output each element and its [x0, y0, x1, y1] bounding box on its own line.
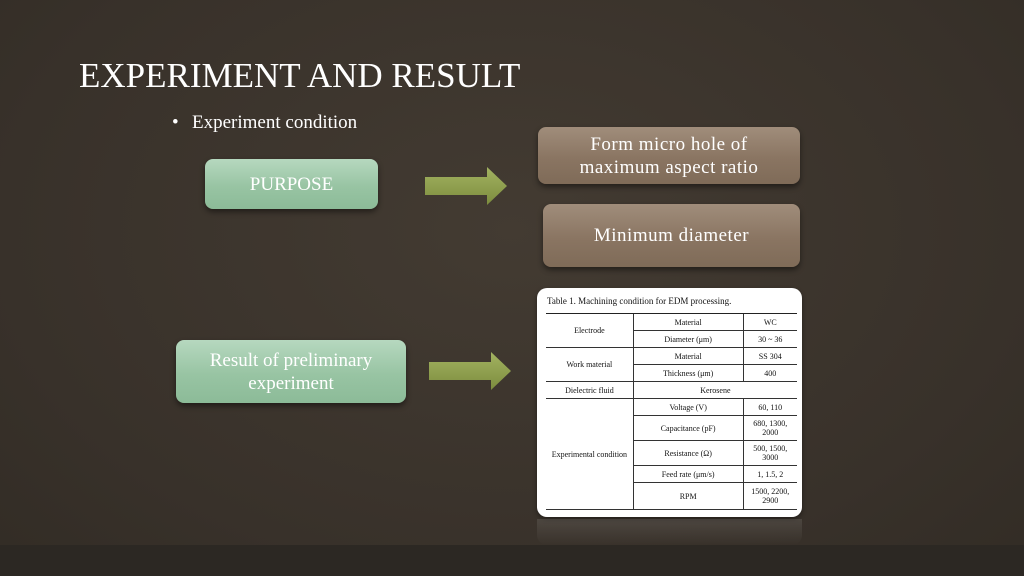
- table-row: Capacitance (pF) 680, 1300, 2000: [546, 415, 797, 441]
- table-row: Electrode Material WC: [546, 313, 797, 348]
- table-cell: Electrode: [546, 313, 634, 348]
- table-cell: Kerosene: [632, 381, 797, 399]
- table-reflection: [537, 519, 802, 545]
- bullet-item: • Experiment condition: [172, 112, 357, 134]
- table-cell: Voltage (V): [632, 398, 744, 416]
- table-row: RPM 1500, 2200, 2900: [546, 482, 797, 510]
- goal-aspect-ratio-box: Form micro hole of maximum aspect ratio: [538, 127, 800, 184]
- bullet-dot-icon: •: [172, 112, 179, 133]
- table-cell: Dielectric fluid: [546, 381, 634, 399]
- table-cell: Material: [632, 313, 744, 331]
- table-cell: 1500, 2200, 2900: [742, 482, 797, 510]
- goal-aspect-ratio-label: Form micro hole of maximum aspect ratio: [579, 133, 759, 178]
- table-row: Thickness (μm) 400: [546, 364, 797, 382]
- table-row: Diameter (μm) 30 ~ 36: [546, 330, 797, 348]
- arrow-right-icon: [429, 352, 511, 390]
- table-row: Work material Material SS 304: [546, 347, 797, 382]
- table-row: Experimental condition Voltage (V) 60, 1…: [546, 398, 797, 510]
- table-cell: RPM: [632, 482, 744, 510]
- table-cell: Material: [632, 347, 744, 365]
- purpose-box: PURPOSE: [205, 159, 378, 209]
- machining-condition-table-image: Table 1. Machining condition for EDM pro…: [537, 288, 802, 517]
- table-cell: 30 ~ 36: [742, 330, 797, 348]
- table-cell: 60, 110: [742, 398, 797, 416]
- result-box: Result of preliminary experiment: [176, 340, 406, 403]
- table-row: Resistance (Ω) 500, 1500, 3000: [546, 440, 797, 466]
- purpose-label: PURPOSE: [249, 173, 334, 195]
- table-cell: Capacitance (pF): [632, 415, 744, 441]
- table-row: Feed rate (μm/s) 1, 1.5, 2: [546, 465, 797, 483]
- table-cell: 1, 1.5, 2: [742, 465, 797, 483]
- slide-title: EXPERIMENT AND RESULT: [79, 56, 521, 95]
- table-row: Dielectric fluid Kerosene: [546, 381, 797, 399]
- table-cell: Resistance (Ω): [632, 440, 744, 466]
- table-cell: SS 304: [742, 347, 797, 365]
- table-cell: 680, 1300, 2000: [742, 415, 797, 441]
- table-cell: Experimental condition: [546, 398, 634, 510]
- table-cell: 500, 1500, 3000: [742, 440, 797, 466]
- result-label: Result of preliminary experiment: [209, 349, 373, 394]
- table-cell: Work material: [546, 347, 634, 382]
- table-cell: Diameter (μm): [632, 330, 744, 348]
- table-caption: Table 1. Machining condition for EDM pro…: [547, 296, 732, 306]
- goal-min-diameter-label: Minimum diameter: [593, 225, 750, 246]
- arrow-right-icon: [425, 167, 507, 205]
- table-cell: WC: [742, 313, 797, 331]
- bullet-text: Experiment condition: [192, 112, 358, 133]
- machining-condition-table: Electrode Material WC Diameter (μm) 30 ~…: [546, 313, 797, 510]
- table-cell: Thickness (μm): [632, 364, 744, 382]
- goal-min-diameter-box: Minimum diameter: [543, 204, 800, 267]
- table-cell: 400: [742, 364, 797, 382]
- table-cell: Feed rate (μm/s): [632, 465, 744, 483]
- bottom-band: [0, 545, 1024, 576]
